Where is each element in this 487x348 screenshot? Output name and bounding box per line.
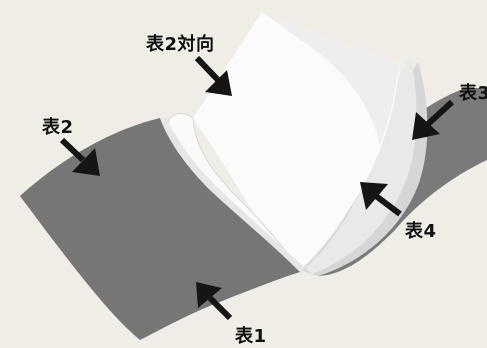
label-cover2-facing: 表2対向 — [146, 34, 215, 55]
right-page-shade — [262, 12, 400, 145]
arrow-cover4 — [360, 182, 402, 217]
arrow-cover2-facing — [194, 55, 232, 96]
page-edge-left — [160, 118, 305, 272]
label-cover1: 表1 — [235, 326, 267, 347]
label-cover4: 表4 — [405, 221, 437, 242]
arrow-cover3 — [412, 99, 455, 140]
arrow-cover2 — [59, 137, 100, 176]
label-cover2: 表2 — [42, 117, 74, 138]
arrow-cover1 — [196, 282, 233, 321]
label-cover3: 表3 — [459, 83, 487, 104]
